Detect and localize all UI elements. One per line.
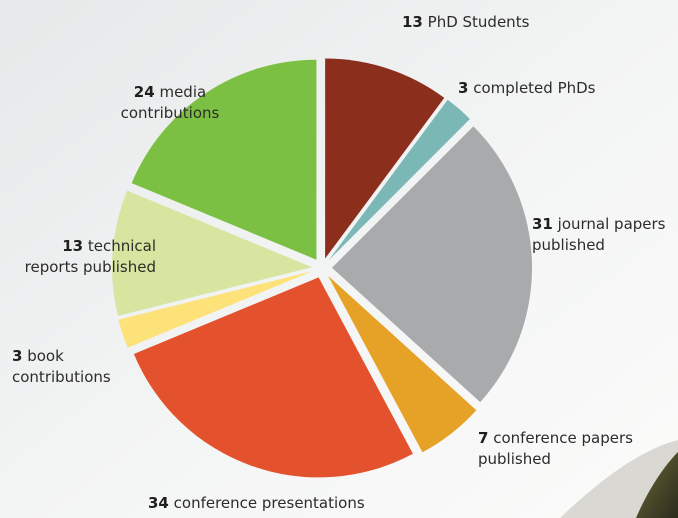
- label-book-contributions-value: 3: [12, 347, 23, 365]
- slice-phd-students: [325, 58, 445, 259]
- label-phd-students-text: PhD Students: [427, 13, 530, 31]
- label-technical-reports: 13 technical reports published: [8, 236, 156, 278]
- pie-slices: [112, 58, 533, 478]
- slice-conference-presentations: [133, 277, 413, 478]
- slice-conference-papers: [328, 275, 477, 453]
- label-journal-papers-text2: published: [532, 236, 605, 254]
- label-media-contributions: 24 media contributions: [108, 82, 232, 124]
- label-media-contributions-text2: contributions: [120, 104, 220, 122]
- label-technical-reports-value: 13: [62, 237, 84, 255]
- label-journal-papers-line1: 31 journal papers: [532, 214, 666, 235]
- label-technical-reports-text2: reports published: [24, 258, 156, 276]
- label-journal-papers-value: 31: [532, 215, 553, 233]
- label-book-contributions-text1: book: [27, 347, 64, 365]
- slice-technical-reports: [112, 190, 313, 316]
- label-media-contributions-text1: media: [159, 83, 207, 101]
- label-conference-presentations-text: conference presentations: [173, 494, 365, 512]
- label-phd-students-value: 13: [402, 13, 423, 31]
- slice-journal-papers: [332, 126, 533, 403]
- label-book-contributions-line1: 3 book: [12, 346, 111, 367]
- label-book-contributions-text2: contributions: [12, 368, 111, 386]
- label-technical-reports-text1: technical: [87, 237, 156, 255]
- slice-completed-phds: [328, 99, 470, 261]
- label-conference-papers-text2: published: [478, 450, 551, 468]
- label-media-contributions-line1: 24 media: [108, 82, 232, 103]
- slice-book-contributions: [118, 271, 313, 348]
- label-journal-papers: 31 journal papers published: [532, 214, 666, 256]
- label-conference-papers-value: 7: [478, 429, 489, 447]
- label-media-contributions-value: 24: [133, 83, 155, 101]
- label-completed-phds-value: 3: [458, 79, 469, 97]
- label-conference-papers-text1: conference papers: [493, 429, 633, 447]
- label-technical-reports-line1: 13 technical: [8, 236, 156, 257]
- background-corner-shadow: [636, 452, 678, 518]
- label-book-contributions: 3 book contributions: [12, 346, 111, 388]
- label-phd-students: 13 PhD Students: [402, 12, 529, 33]
- label-journal-papers-text1: journal papers: [557, 215, 666, 233]
- label-conference-papers: 7 conference papers published: [478, 428, 633, 470]
- label-conference-papers-line1: 7 conference papers: [478, 428, 633, 449]
- label-conference-presentations: 34 conference presentations: [148, 493, 365, 514]
- slice-media-contributions: [131, 59, 317, 260]
- label-completed-phds: 3 completed PhDs: [458, 78, 596, 99]
- label-conference-presentations-value: 34: [148, 494, 169, 512]
- label-completed-phds-text: completed PhDs: [473, 79, 596, 97]
